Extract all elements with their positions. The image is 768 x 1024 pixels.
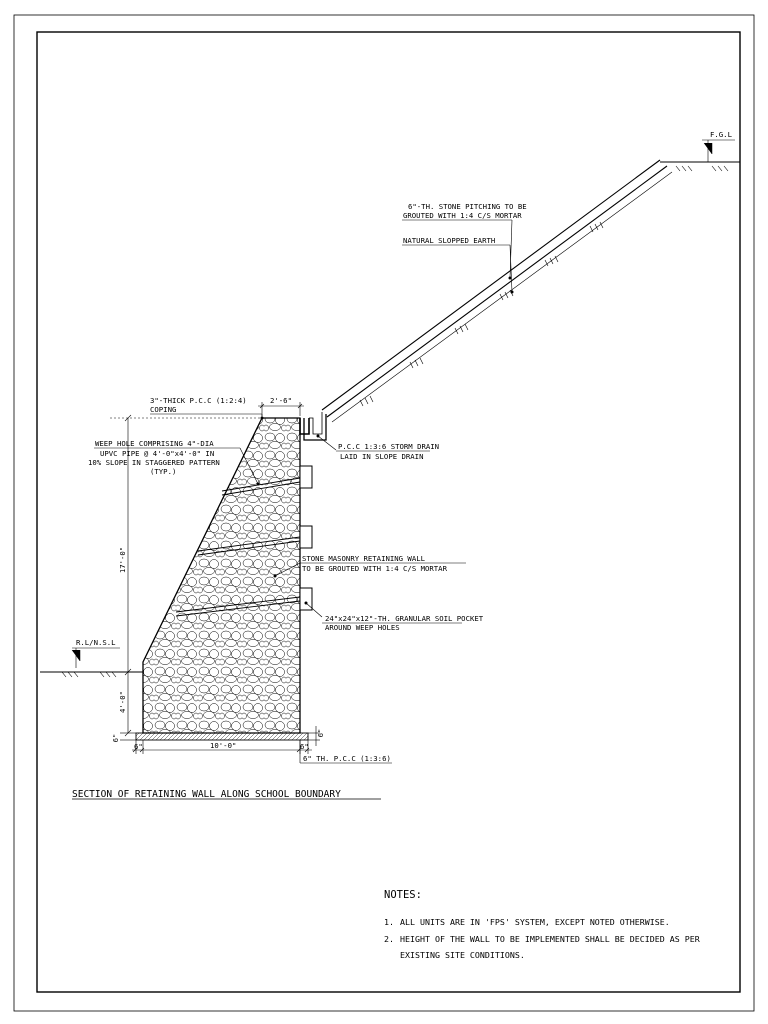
base-thk-dimension-right: 6" [308, 726, 325, 746]
coping-callout: 3"-THICK P.C.C (1:2:4) COPING [110, 396, 264, 420]
stone-pitching-callout: 6"-TH. STONE PITCHING TO BE GROUTED WITH… [402, 202, 527, 294]
storm-drain [299, 412, 327, 441]
outer-border [13, 14, 755, 1012]
weep-label-2: UPVC PIPE @ 4'-0"x4'-0" IN [100, 449, 214, 458]
right-offset-text: 6" [300, 742, 309, 751]
inner-border [36, 31, 741, 993]
weep-hole-callout: WEEP HOLE COMPRISING 4"-DIA UPVC PIPE @ … [88, 439, 260, 486]
masonry-label-1: STONE MASONRY RETAINING WALL [302, 554, 426, 563]
left-offset-text: 6" [134, 742, 143, 751]
fgl-label: F.G.L [710, 130, 733, 139]
note-1-num: 1. [384, 917, 394, 927]
base-width-dimension: 6" 10'-0" 6" [132, 740, 312, 754]
drain-label-2: LAID IN SLOPE DRAIN [340, 452, 423, 461]
stone-pitching-slope [321, 159, 740, 423]
top-width-text: 2'-6" [270, 396, 292, 405]
drawing-title: SECTION OF RETAINING WALL ALONG SCHOOL B… [72, 789, 341, 800]
stone-masonry-wall [142, 417, 301, 734]
ground-line-left [40, 671, 143, 678]
base-thk-text-right: 6" [316, 729, 325, 738]
pcc-base [135, 732, 309, 741]
foundation-depth-dimension: 4'-0" 6" [111, 672, 136, 742]
pcc-base-label: 6" TH. P.C.C (1:3:6) [303, 754, 391, 763]
pocket-label-1: 24"x24"x12"-TH. GRANULAR SOIL POCKET [325, 614, 484, 623]
weep-label-1: WEEP HOLE COMPRISING 4"-DIA [95, 439, 214, 448]
natural-earth-label: NATURAL SLOPPED EARTH [403, 236, 495, 245]
notes-heading: NOTES: [384, 889, 422, 901]
note-1-text: ALL UNITS ARE IN 'FPS' SYSTEM, EXCEPT NO… [400, 917, 670, 927]
masonry-callout: STONE MASONRY RETAINING WALL TO BE GROUT… [273, 554, 466, 578]
drain-label-1: P.C.C 1:3:6 STORM DRAIN [338, 442, 439, 451]
height-text: 17'-0" [118, 547, 127, 573]
top-width-dimension: 2'-6" [258, 396, 304, 416]
pocket-label-2: AROUND WEEP HOLES [325, 623, 400, 632]
note-2-text: HEIGHT OF THE WALL TO BE IMPLEMENTED SHA… [400, 934, 700, 944]
pcc-base-callout: 6" TH. P.C.C (1:3:6) [299, 740, 392, 764]
base-width-text: 10'-0" [210, 741, 236, 750]
weep-label-3: 10% SLOPE IN STAGGERED PATTERN [88, 458, 220, 467]
masonry-label-2: TO BE GROUTED WITH 1:4 C/S MORTAR [302, 564, 448, 573]
storm-drain-callout: P.C.C 1:3:6 STORM DRAIN LAID IN SLOPE DR… [316, 434, 439, 461]
stone-pitching-label-1: 6"-TH. STONE PITCHING TO BE [408, 202, 527, 211]
weep-holes [175, 477, 301, 617]
fgl-level-marker: F.G.L [702, 130, 735, 162]
weep-label-4: (TYP.) [150, 467, 176, 476]
granular-soil-pockets [299, 465, 313, 611]
foundation-depth-text: 4'-0" [118, 691, 127, 713]
coping-label-1: 3"-THICK P.C.C (1:2:4) [150, 396, 247, 405]
nsl-level-marker: R.L/N.S.L [71, 638, 120, 668]
stone-pitching-label-2: GROUTED WITH 1:4 C/S MORTAR [403, 211, 522, 220]
nsl-label: R.L/N.S.L [76, 638, 116, 647]
pocket-callout: 24"x24"x12"-TH. GRANULAR SOIL POCKET ARO… [304, 601, 484, 632]
base-thk-text-left: 6" [111, 734, 120, 743]
coping-label-2: COPING [150, 405, 176, 414]
note-2-text-cont: EXISTING SITE CONDITIONS. [400, 950, 525, 960]
note-2-num: 2. [384, 934, 394, 944]
